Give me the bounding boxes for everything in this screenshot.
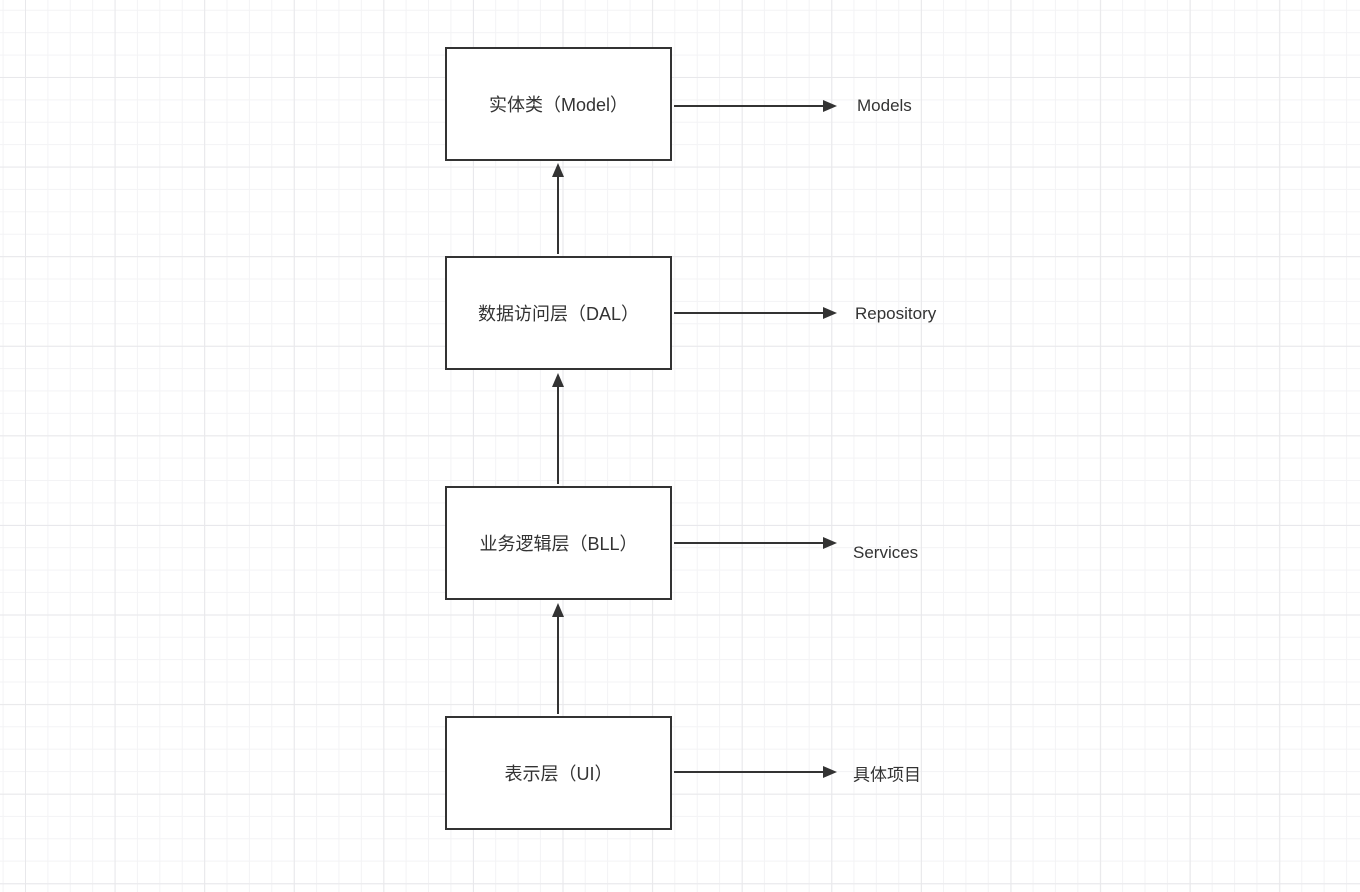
node-model-label: 实体类（Model） [488, 95, 629, 115]
node-bll[interactable]: 业务逻辑层（BLL） [445, 486, 672, 600]
annotation-repository[interactable]: Repository [855, 304, 937, 323]
annotation-services[interactable]: Services [853, 543, 919, 562]
node-ui[interactable]: 表示层（UI） [445, 716, 672, 830]
node-model[interactable]: 实体类（Model） [445, 47, 672, 161]
node-dal-label: 数据访问层（DAL） [477, 304, 639, 324]
annotation-models[interactable]: Models [857, 96, 912, 115]
node-ui-label: 表示层（UI） [504, 764, 613, 784]
node-dal[interactable]: 数据访问层（DAL） [445, 256, 672, 370]
annotation-project[interactable]: 具体项目 [853, 765, 921, 785]
node-bll-label: 业务逻辑层（BLL） [479, 534, 638, 554]
